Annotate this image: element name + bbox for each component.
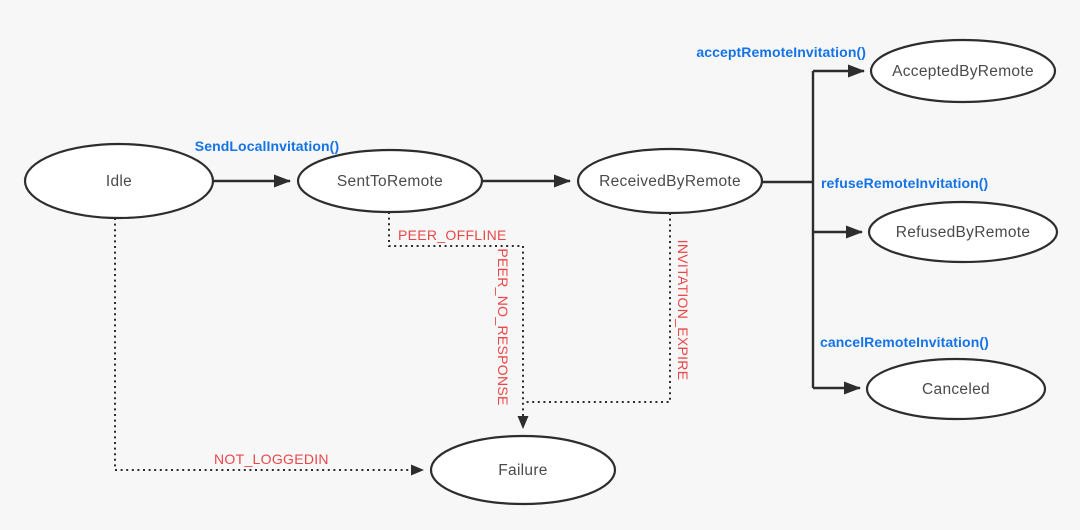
label-peer-no-response: PEER_NO_RESPONSE (495, 248, 511, 405)
edge-idle-to-failure (114, 218, 424, 476)
state-accepted-by-remote-shape (869, 38, 1057, 104)
state-refused-by-remote-label: RefusedByRemote (896, 224, 1031, 241)
state-accepted-by-remote: AcceptedByRemote (869, 38, 1057, 104)
state-failure-shape (429, 434, 617, 506)
state-idle: Idle (23, 142, 215, 220)
label-peer-offline: PEER_OFFLINE (398, 227, 507, 243)
state-sent-to-remote-label: SentToRemote (337, 173, 443, 190)
label-send-local-invitation: SendLocalInvitation() (195, 138, 339, 154)
state-canceled: Canceled (865, 357, 1047, 421)
state-idle-shape (23, 142, 215, 220)
label-invitation-expire: INVITATION_EXPIRE (675, 240, 691, 381)
state-failure: Failure (429, 434, 617, 506)
edge-sent-to-failure (388, 212, 529, 429)
label-not-loggedin: NOT_LOGGEDIN (214, 451, 329, 467)
state-accepted-by-remote-label: AcceptedByRemote (892, 63, 1034, 80)
edge-received-to-failure (525, 213, 671, 403)
state-refused-by-remote-shape (867, 200, 1059, 264)
state-canceled-shape (865, 357, 1047, 421)
state-canceled-label: Canceled (922, 381, 990, 398)
state-idle-label: Idle (106, 173, 132, 190)
state-failure-label: Failure (498, 462, 547, 479)
state-received-by-remote-shape (576, 147, 764, 215)
state-received-by-remote-label: ReceivedByRemote (599, 173, 741, 190)
label-accept-remote-invitation: acceptRemoteInvitation() (696, 44, 866, 60)
state-refused-by-remote: RefusedByRemote (867, 200, 1059, 264)
label-refuse-remote-invitation: refuseRemoteInvitation() (821, 175, 988, 191)
state-sent-to-remote-shape (296, 148, 484, 214)
label-cancel-remote-invitation: cancelRemoteInvitation() (820, 334, 989, 350)
state-sent-to-remote: SentToRemote (296, 148, 484, 214)
state-received-by-remote: ReceivedByRemote (576, 147, 764, 215)
